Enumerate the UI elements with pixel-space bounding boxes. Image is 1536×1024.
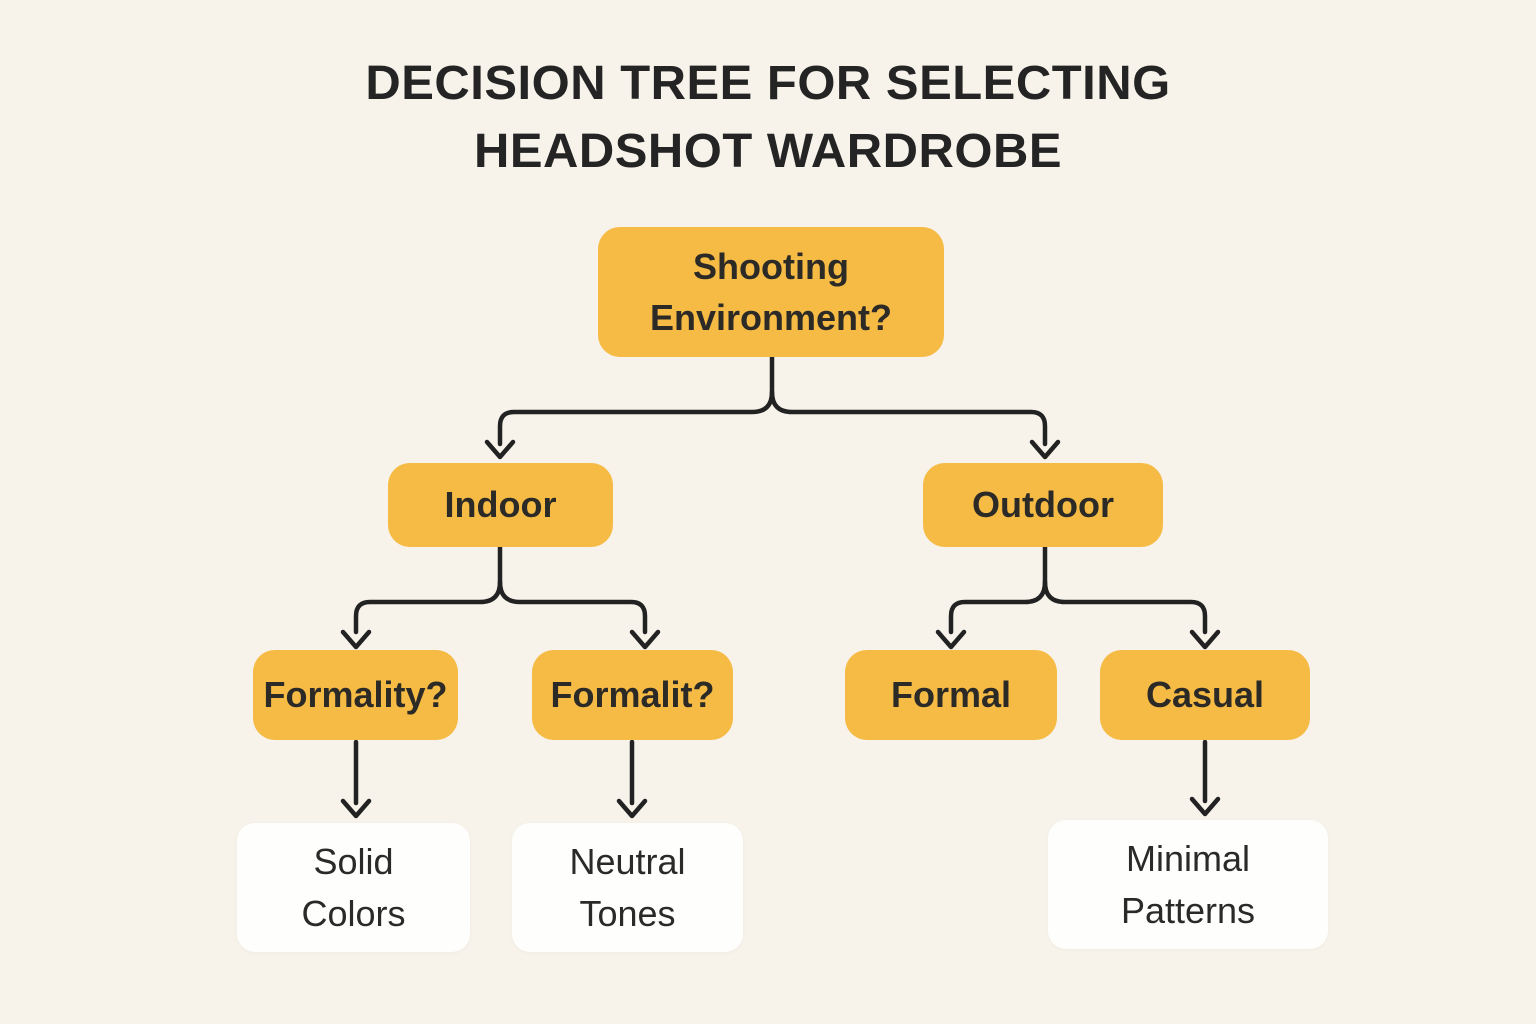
node-formal: Formal: [845, 650, 1057, 740]
edge-root-outdoor: [769, 389, 1048, 447]
page-title-line2: HEADSHOT WARDROBE: [473, 125, 1063, 179]
node-formalit: Formalit?: [532, 650, 733, 740]
arrowhead-formalit: [629, 629, 661, 650]
node-casual: Casual: [1100, 650, 1310, 740]
edge-outdoor-casual: [1042, 579, 1208, 635]
node-neutral-tones: Neutral Tones: [512, 823, 743, 952]
arrowhead-solid-colors: [340, 798, 372, 819]
edge-root-indoor: [497, 354, 775, 447]
arrowhead-outdoor: [1029, 439, 1061, 460]
arrowhead-casual: [1189, 629, 1221, 650]
node-indoor: Indoor: [388, 463, 613, 547]
node-shooting-environment: Shooting Environment?: [598, 227, 944, 357]
node-outdoor: Outdoor: [923, 463, 1163, 547]
arrowhead-minimal-patterns: [1189, 796, 1221, 817]
node-solid-colors: Solid Colors: [237, 823, 470, 952]
node-formality: Formality?: [253, 650, 458, 740]
edge-indoor-formalit: [497, 579, 648, 635]
arrowhead-formality: [340, 629, 372, 650]
edge-outdoor-formal: [948, 544, 1048, 635]
arrowhead-indoor: [484, 439, 516, 460]
node-minimal-patterns: Minimal Patterns: [1048, 820, 1328, 949]
arrowhead-neutral-tones: [616, 798, 648, 819]
edge-indoor-formality: [353, 544, 503, 635]
page-title-line1: DECISION TREE FOR SELECTING: [365, 57, 1171, 110]
arrowhead-formal: [935, 629, 967, 650]
page-title: DECISION TREE FOR SELECTING HEADSHOT WAR…: [0, 50, 1536, 186]
